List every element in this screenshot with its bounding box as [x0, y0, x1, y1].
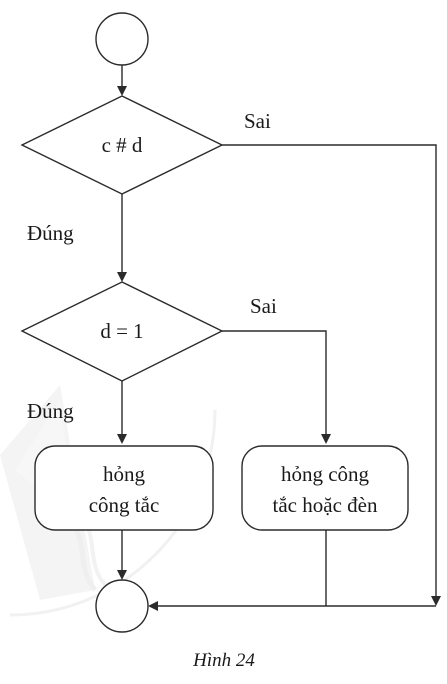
decision-2-false-label: Sai	[250, 294, 277, 318]
process-right-box	[241, 445, 409, 531]
process-right-line-1: hỏng công	[281, 462, 370, 486]
arrow-head	[117, 434, 127, 444]
arrow-head	[117, 272, 127, 282]
decision-1-false-label: Sai	[244, 109, 271, 133]
process-right-line-2: tắc hoặc đèn	[273, 493, 378, 517]
arrow-head	[321, 434, 331, 444]
decision-2-text: d = 1	[100, 319, 143, 343]
process-left-line-2: công tắc	[89, 493, 160, 517]
process-left-box	[34, 445, 214, 531]
process-left-line-1: hỏng	[103, 462, 146, 486]
arrow-head	[431, 596, 441, 606]
arrow-head	[117, 86, 127, 96]
arrow-head	[148, 601, 158, 611]
start-circle	[95, 12, 149, 66]
end-circle	[95, 579, 149, 633]
decision-2-true-label: Đúng	[27, 399, 74, 423]
arrow-head	[117, 570, 127, 580]
decision-1-text: c # d	[102, 133, 143, 157]
edge-decision-1-false	[222, 144, 437, 598]
edge-decision-2-false	[222, 330, 327, 436]
decision-1-true-label: Đúng	[27, 221, 74, 245]
figure-caption: Hình 24	[192, 650, 255, 671]
